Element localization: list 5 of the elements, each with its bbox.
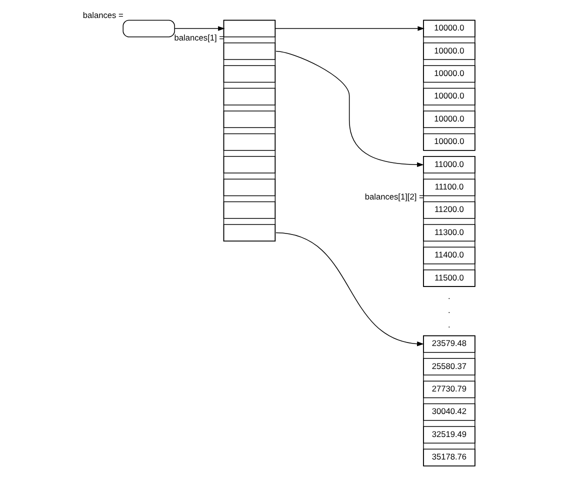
label: . <box>448 320 450 330</box>
label: . <box>448 305 450 316</box>
node-label: balances = <box>82 10 123 20</box>
node-label: balances[1] = <box>174 32 224 42</box>
label: . <box>448 290 450 301</box>
